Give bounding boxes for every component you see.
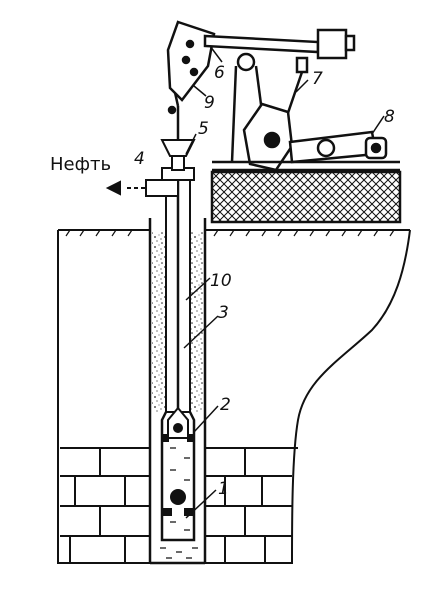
motor <box>364 136 388 160</box>
walking-beam <box>203 28 356 60</box>
base-frame <box>212 160 400 172</box>
label-2: 2 <box>220 395 231 415</box>
label-9: 9 <box>204 93 215 113</box>
leader-lines <box>183 45 385 519</box>
well-casing <box>148 218 207 565</box>
oil-label: Нефть <box>50 154 111 175</box>
label-7: 7 <box>312 69 323 89</box>
label-10: 10 <box>210 271 232 291</box>
brick-layer-left <box>60 447 150 563</box>
label-5: 5 <box>198 119 209 139</box>
plunger-valve <box>163 406 193 442</box>
label-4: 4 <box>134 149 145 169</box>
pump-barrel <box>160 411 196 542</box>
foundation <box>210 170 402 224</box>
brick-layer-right <box>205 447 298 563</box>
horsehead <box>166 20 216 102</box>
gearbox <box>242 102 294 172</box>
label-1: 1 <box>218 479 229 499</box>
wellhead <box>145 139 196 197</box>
label-3: 3 <box>218 303 229 323</box>
oil-outlet-arrow <box>105 180 145 196</box>
suction-valve <box>163 489 193 516</box>
label-6: 6 <box>214 63 225 83</box>
ground-formation <box>57 229 411 564</box>
label-8: 8 <box>384 107 395 127</box>
liquid-dashes <box>160 447 198 559</box>
crank-arm <box>288 130 378 164</box>
